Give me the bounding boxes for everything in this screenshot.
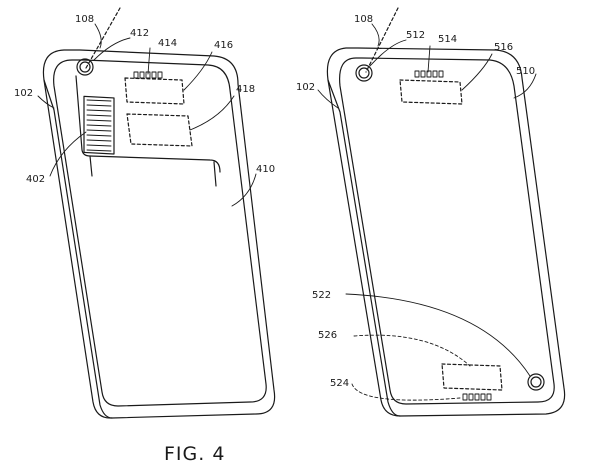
label-512: 512 xyxy=(406,30,425,41)
right-camera-inner xyxy=(358,67,370,79)
label-102-right: 102 xyxy=(296,82,315,93)
left-inner-panel xyxy=(53,59,267,407)
right-inner-panel xyxy=(338,57,555,405)
left-element-402 xyxy=(83,95,115,155)
left-stripes-402 xyxy=(86,99,112,152)
label-510: 510 xyxy=(516,66,535,77)
right-sensor-inner xyxy=(530,376,542,388)
label-108-right: 108 xyxy=(354,14,373,25)
label-412: 412 xyxy=(130,28,149,39)
right-component-526 xyxy=(441,363,503,391)
label-410: 410 xyxy=(256,164,275,175)
label-516: 516 xyxy=(494,42,513,53)
label-524: 524 xyxy=(330,378,349,389)
right-contacts-524 xyxy=(462,393,492,401)
left-chip-416 xyxy=(124,77,185,105)
label-416: 416 xyxy=(214,40,233,51)
left-device: 108 412 414 416 418 102 402 410 xyxy=(14,7,276,419)
right-axis-108 xyxy=(365,7,399,73)
right-chip-516 xyxy=(399,79,463,105)
figure-caption: FIG. 4 xyxy=(164,443,225,465)
label-402: 402 xyxy=(26,174,45,185)
label-414: 414 xyxy=(158,38,177,49)
right-contacts-514 xyxy=(414,70,444,78)
right-device: 108 512 514 516 510 102 522 526 524 xyxy=(296,7,566,417)
left-window-outline xyxy=(75,75,221,173)
left-side-edge xyxy=(43,79,113,419)
left-component-418 xyxy=(126,113,193,147)
label-514: 514 xyxy=(438,34,457,45)
label-102-left: 102 xyxy=(14,88,33,99)
right-sensor-outer xyxy=(527,373,545,391)
left-camera-outer xyxy=(76,58,94,76)
left-outer-body xyxy=(42,49,276,419)
right-side-edge xyxy=(327,79,401,417)
left-axis-108 xyxy=(85,7,121,69)
left-contacts-414 xyxy=(133,71,163,79)
label-418: 418 xyxy=(236,84,255,95)
left-camera-inner xyxy=(79,61,91,73)
label-108-left: 108 xyxy=(75,14,94,25)
right-outer-body xyxy=(326,47,566,417)
right-camera-outer xyxy=(355,64,373,82)
left-window-lower xyxy=(89,155,217,187)
left-leaders xyxy=(37,23,257,207)
label-526: 526 xyxy=(318,330,337,341)
right-leaders xyxy=(317,23,537,401)
label-522: 522 xyxy=(312,290,331,301)
